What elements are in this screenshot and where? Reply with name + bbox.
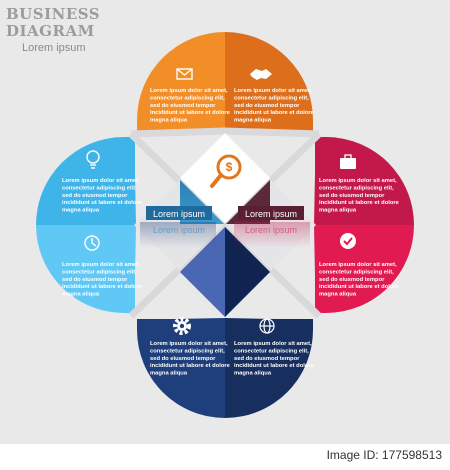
center-left-reflection: Lorem ipsum	[153, 225, 205, 235]
text-block-line: magna aliqua	[319, 208, 357, 214]
text-block-line: incididunt ut labore et dolore	[150, 363, 231, 369]
handshake-icon	[250, 69, 272, 80]
text-block-line: incididunt ut labore et dolore	[234, 363, 315, 369]
text-block-top-right: Lorem ipsum dolor sit amet,consectetur a…	[234, 88, 315, 124]
text-block-line: consectetur adipiscing elit,	[150, 95, 225, 101]
text-block-line: incididunt ut labore et dolore	[150, 110, 231, 116]
text-block-line: Lorem ipsum dolor sit amet,	[150, 341, 228, 347]
text-block-line: magna aliqua	[234, 371, 272, 377]
page-subtitle: Lorem ipsum	[22, 42, 86, 54]
text-block-line: magna aliqua	[62, 208, 100, 214]
center-left-reflection-bg	[140, 222, 216, 248]
text-block-line: sed do eiusmod tempor	[62, 277, 128, 283]
petal-bottom-right-half	[225, 318, 313, 418]
center-right-reflection-bg	[234, 222, 310, 248]
petal-top-left-half	[137, 32, 225, 132]
text-block-line: magna aliqua	[150, 371, 188, 377]
text-block-line: sed do eiusmod tempor	[150, 103, 216, 109]
text-block-line: sed do eiusmod tempor	[234, 103, 300, 109]
text-blocks: Lorem ipsum dolor sit amet,consectetur a…	[62, 88, 400, 377]
text-block-line: consectetur adipiscing elit,	[234, 95, 309, 101]
text-block-line: Lorem ipsum dolor sit amet,	[150, 88, 228, 94]
petal-left-bottom-half	[36, 225, 136, 313]
petal-top	[137, 32, 313, 132]
text-block-line: incididunt ut labore et dolore	[234, 110, 315, 116]
text-block-left-bottom: Lorem ipsum dolor sit amet,consectetur a…	[62, 262, 143, 298]
text-block-right-top: Lorem ipsum dolor sit amet,consectetur a…	[319, 178, 400, 214]
text-block-line: consectetur adipiscing elit,	[62, 269, 137, 275]
check-badge-icon	[340, 233, 356, 249]
text-block-line: consectetur adipiscing elit,	[234, 348, 309, 354]
text-block-line: Lorem ipsum dolor sit amet,	[62, 178, 140, 184]
text-block-line: consectetur adipiscing elit,	[150, 348, 225, 354]
text-block-line: incididunt ut labore et dolore	[62, 284, 143, 290]
text-block-left-top: Lorem ipsum dolor sit amet,consectetur a…	[62, 178, 143, 214]
center-bottom-right-tri	[225, 227, 270, 317]
center-right-reflection: Lorem ipsum	[245, 225, 297, 235]
text-block-line: magna aliqua	[234, 118, 272, 124]
text-block-line: Lorem ipsum dolor sit amet,	[319, 178, 397, 184]
gear-icon	[173, 317, 191, 335]
text-block-line: consectetur adipiscing elit,	[62, 185, 137, 191]
dollar-magnifier-icon: $	[210, 154, 242, 188]
title-line-1: BUSINESS	[6, 5, 101, 23]
text-block-line: consectetur adipiscing elit,	[319, 185, 394, 191]
watermark-bar	[0, 444, 450, 470]
text-block-line: Lorem ipsum dolor sit amet,	[62, 262, 140, 268]
center-bottom-left-tri	[180, 227, 225, 317]
text-block-line: incididunt ut labore et dolore	[319, 284, 400, 290]
text-block-line: sed do eiusmod tempor	[234, 356, 300, 362]
text-block-line: Lorem ipsum dolor sit amet,	[234, 341, 312, 347]
text-block-line: sed do eiusmod tempor	[319, 277, 385, 283]
text-block-line: incididunt ut labore et dolore	[319, 200, 400, 206]
center-right-label: Lorem ipsum	[245, 209, 297, 219]
text-block-line: magna aliqua	[150, 118, 188, 124]
petal-top-right-half	[225, 32, 313, 132]
petal-left	[36, 137, 136, 313]
globe-icon	[259, 318, 275, 334]
clock-icon	[84, 235, 100, 251]
text-block-top-left: Lorem ipsum dolor sit amet,consectetur a…	[150, 88, 231, 124]
text-block-line: consectetur adipiscing elit,	[319, 269, 394, 275]
briefcase-icon	[340, 154, 356, 169]
text-block-line: magna aliqua	[319, 292, 357, 298]
petal-right	[314, 137, 414, 313]
diamond-frame	[128, 127, 322, 319]
title-line-2: DIAGRAM	[6, 22, 95, 40]
petal-bottom	[137, 318, 313, 418]
petal-bottom-left-half	[137, 318, 225, 418]
lightbulb-icon	[86, 150, 100, 169]
dollar-sign: $	[226, 160, 233, 174]
text-block-line: incididunt ut labore et dolore	[62, 200, 143, 206]
text-block-right-bottom: Lorem ipsum dolor sit amet,consectetur a…	[319, 262, 400, 298]
text-block-line: sed do eiusmod tempor	[319, 193, 385, 199]
center-left-label-bg	[146, 206, 212, 220]
petal-right-bottom-half	[314, 225, 414, 313]
text-block-bottom-right: Lorem ipsum dolor sit amet,consectetur a…	[234, 341, 315, 377]
page-title: BUSINESS DIAGRAM	[6, 6, 100, 40]
watermark-text: Image ID: 177598513	[326, 448, 442, 462]
petal-left-top-half	[36, 137, 136, 225]
text-block-bottom-left: Lorem ipsum dolor sit amet,consectetur a…	[150, 341, 231, 377]
text-block-line: Lorem ipsum dolor sit amet,	[319, 262, 397, 268]
petal-right-top-half	[314, 137, 414, 225]
text-block-line: magna aliqua	[62, 292, 100, 298]
text-block-line: Lorem ipsum dolor sit amet,	[234, 88, 312, 94]
envelope-icon	[176, 68, 193, 80]
center-left-label: Lorem ipsum	[153, 209, 205, 219]
text-block-line: sed do eiusmod tempor	[150, 356, 216, 362]
center-diamond: Lorem ipsum Lorem ipsum Lorem ipsum Lore…	[134, 133, 316, 317]
center-right-label-bg	[238, 206, 304, 220]
text-block-line: sed do eiusmod tempor	[62, 193, 128, 199]
